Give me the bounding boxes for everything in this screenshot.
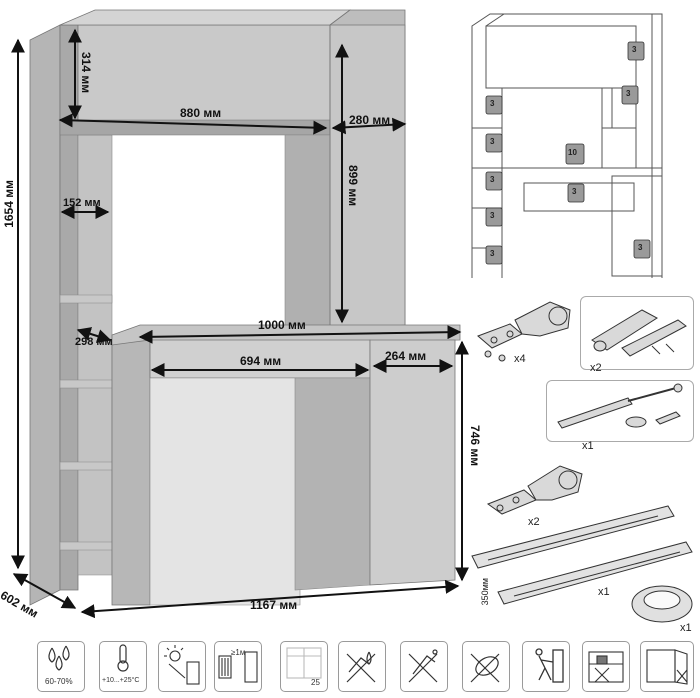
assembly-time-icon: 25 [280,641,328,692]
qty-drawer-slides: x1 [598,586,610,598]
no-heavy-items-icon [582,641,630,692]
door-damper-panel [580,296,694,370]
dim-pedestal-width: 264 мм [385,349,427,363]
weight-label: 3 [638,243,643,252]
weight-label: 10 [568,148,577,157]
pedestal-door [369,339,456,586]
dim-right-depth: 280 мм [349,113,391,127]
no-hanging-on-doors-icon [640,641,694,692]
gas-lift-panel [546,380,694,442]
qty-hinge: x4 [514,353,526,365]
drawer-slides-icon [471,505,693,605]
left-shelf [59,294,113,304]
left-shelf [59,461,113,471]
dim-base-width: 1167 мм [250,598,298,612]
hinge-icon [477,301,571,362]
distance-label: ≥1м [231,648,246,657]
qty-door-damper: x2 [590,362,602,374]
temperature-label: +10...+25°C [102,677,140,684]
dim-desk-width: 1000 мм [258,318,306,332]
no-overload-push-icon [522,641,570,692]
temperature-icon: +10...+25°C [99,641,147,692]
door-damper-icon [591,309,687,357]
no-abrasive-icon [462,641,510,692]
left-shelf [59,379,113,389]
dim-drawer-width: 694 мм [240,354,282,368]
humidity-label: 60-70% [45,677,73,686]
weight-label: 3 [490,137,495,146]
weight-label: 3 [572,187,577,196]
humidity-icon: 60-70% [37,641,85,692]
left-side-panel [29,24,61,606]
qty-hinge-small: x2 [528,516,540,528]
dim-desk-height: 746 мм [468,425,482,467]
cable-grommet-icon [631,585,693,623]
dim-top-cabinet-height: 314 мм [79,52,93,94]
heater-distance-icon: ≥1м [214,641,262,692]
dim-right-cabinet-height: 899 мм [346,165,360,207]
weight-label: 3 [490,99,495,108]
dim-total-height: 1654 мм [2,180,16,228]
weight-label: 3 [632,45,637,54]
weight-label: 3 [490,249,495,258]
sunlight-icon [158,641,206,692]
dim-shelf-span: 880 мм [180,106,222,120]
furniture-main-drawing [11,9,469,619]
hinge-small-icon [486,465,583,515]
no-wet-cleaning-icon [338,641,386,692]
load-diagram [471,13,663,278]
left-shelf [59,541,113,551]
calendar-day-label: 25 [311,678,320,687]
dim-shelf-width: 152 мм [63,197,101,209]
qty-cable-grommet: x1 [680,622,692,634]
weight-icon [485,41,651,265]
slide-length: 350мм [480,578,490,606]
no-chemicals-icon [400,641,448,692]
qty-gas-lift: x1 [582,440,594,452]
gas-lift-icon [557,383,683,429]
weight-label: 3 [490,175,495,184]
dim-side-depth: 298 мм [75,336,113,348]
weight-label: 3 [626,89,631,98]
weight-label: 3 [490,211,495,220]
